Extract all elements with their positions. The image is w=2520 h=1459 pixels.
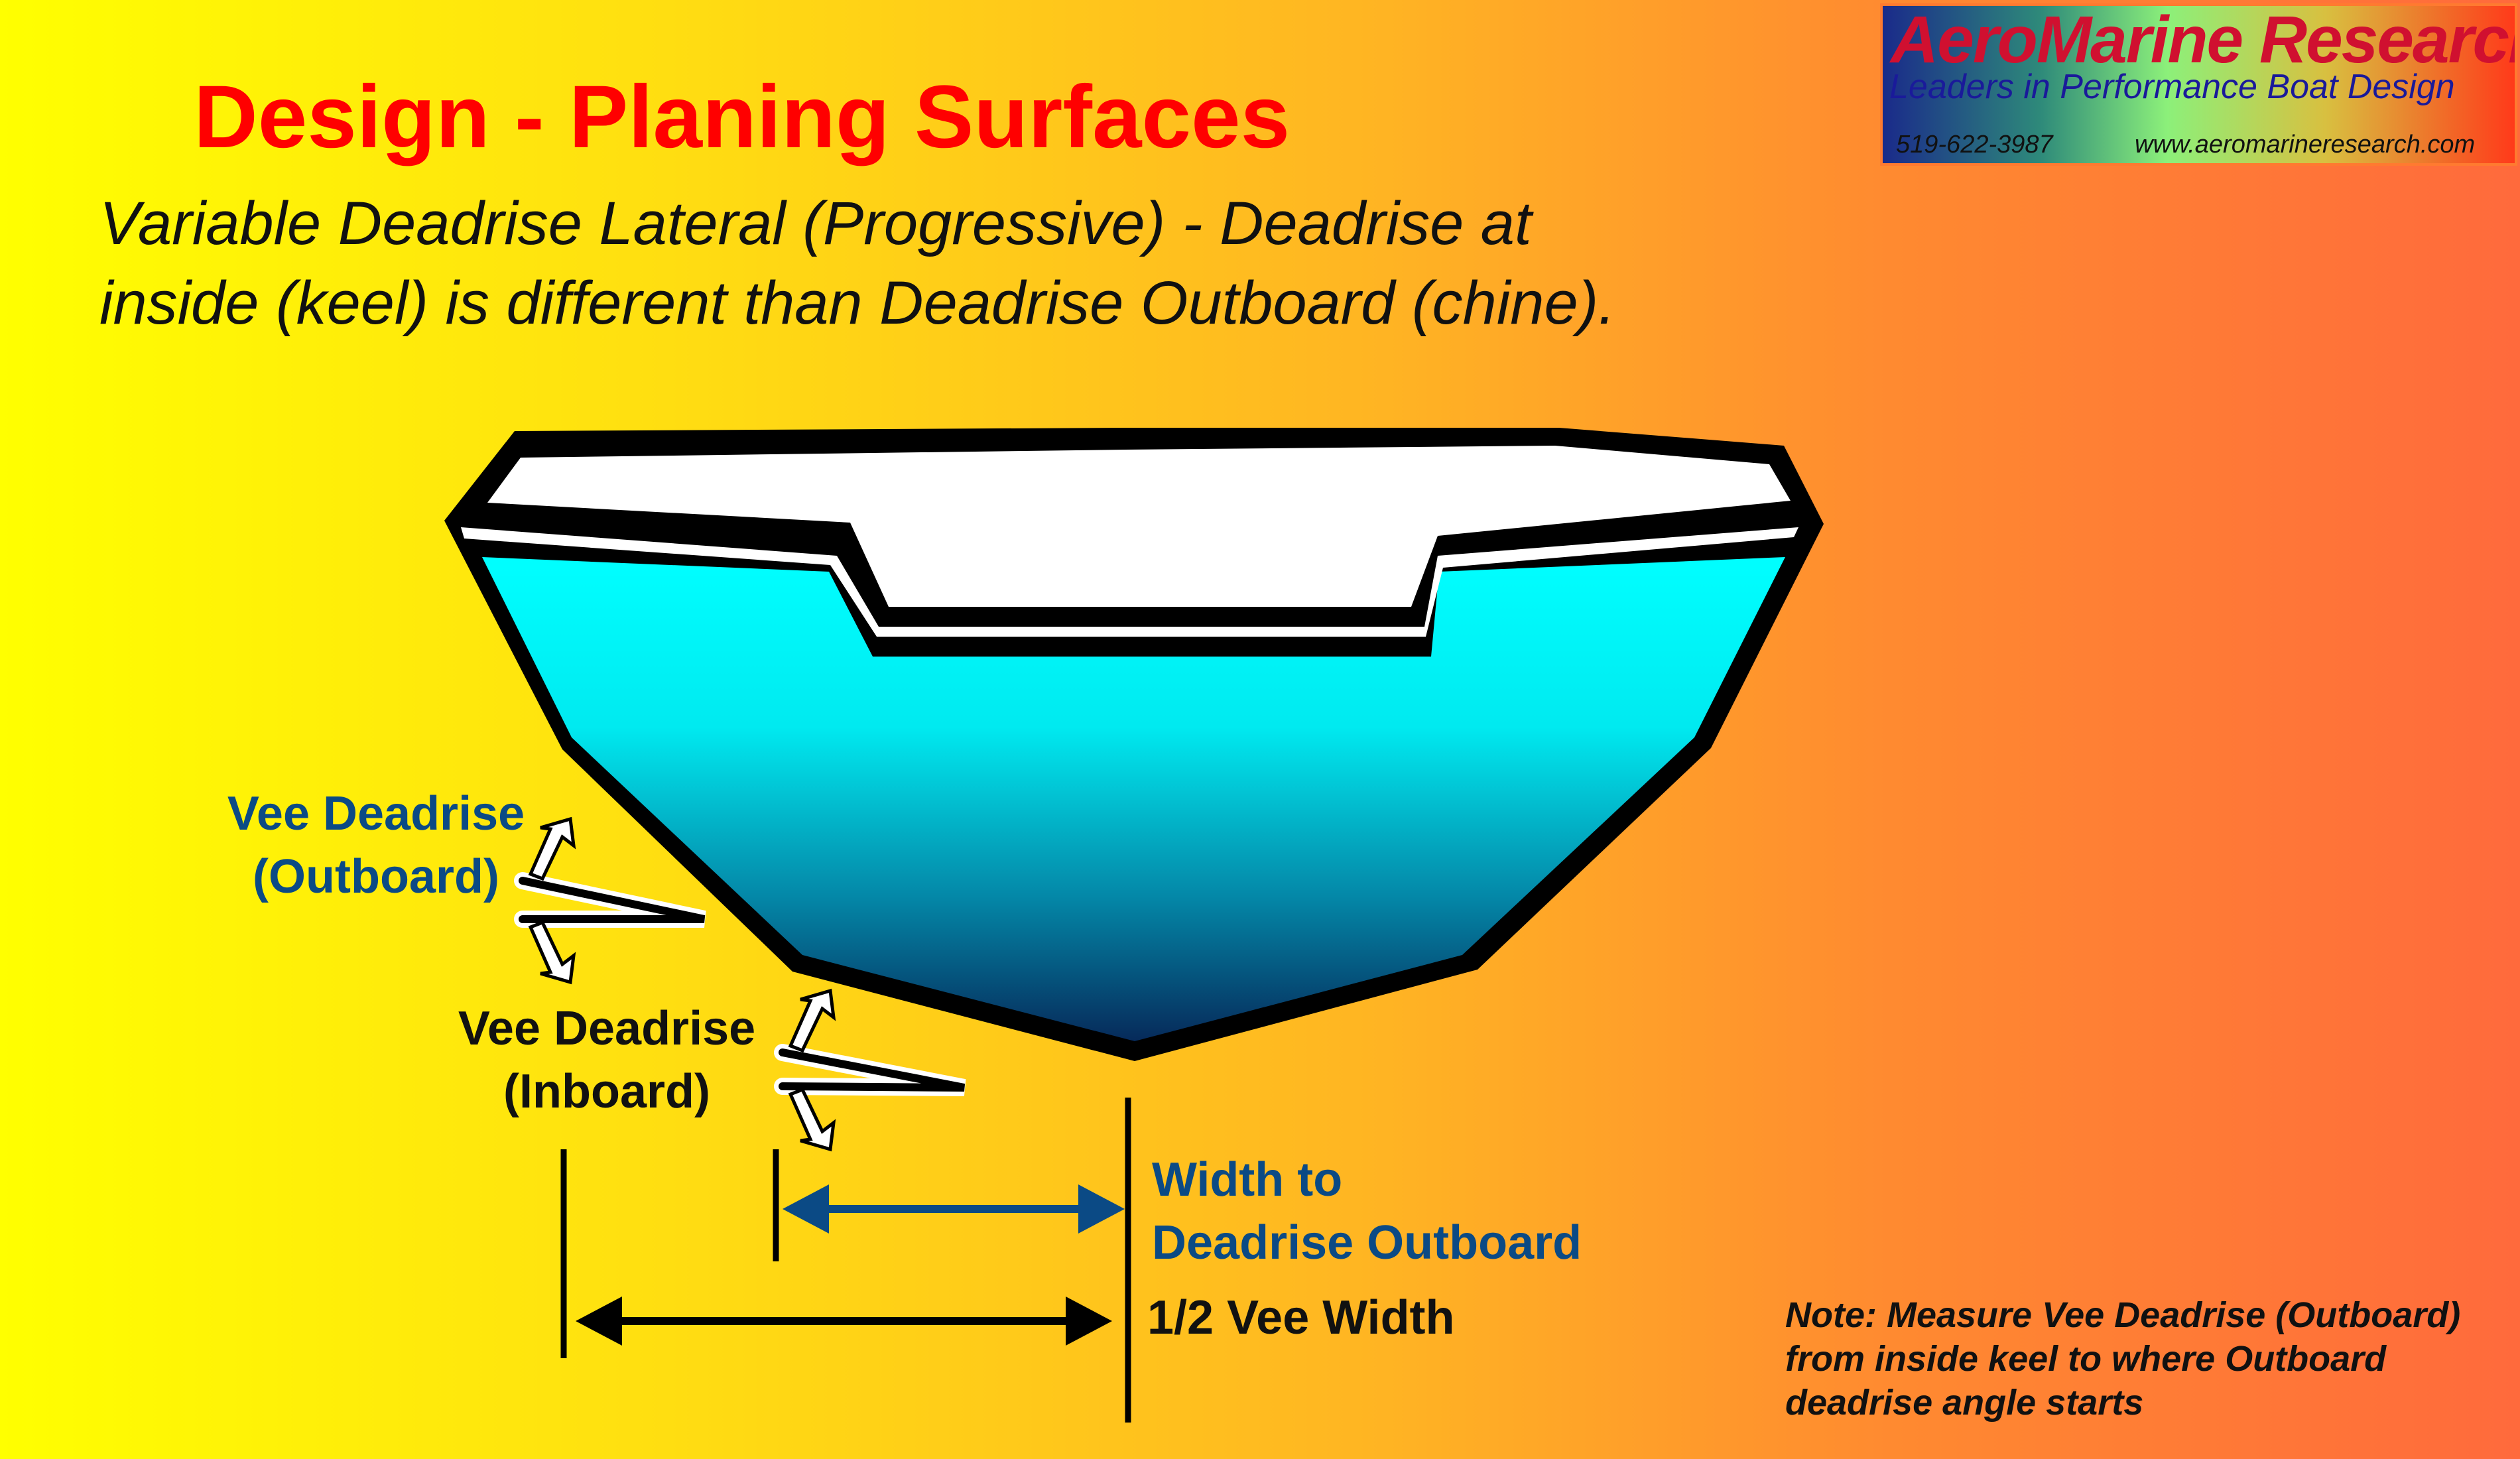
deck-rail — [461, 527, 1798, 637]
deck-top — [487, 446, 1791, 607]
page-title: Design - Planing Surfaces — [194, 68, 1291, 166]
note-line-1: Note: Measure Vee Deadrise (Outboard) — [1785, 1295, 2461, 1335]
subtitle-line-2: inside (keel) is different than Deadrise… — [99, 269, 1615, 337]
inboard-label-line-2: (Inboard) — [503, 1065, 710, 1118]
logo-website: www.aeromarineresearch.com — [2135, 131, 2476, 159]
half-vee-width-label: 1/2 Vee Width — [1147, 1291, 1455, 1344]
arrowhead-icon — [576, 1297, 622, 1346]
logo-name: AeroMarine Research — [1891, 3, 2517, 77]
arrowhead-icon — [783, 1184, 829, 1234]
measurement-note: Note: Measure Vee Deadrise (Outboard) fr… — [1785, 1293, 2460, 1425]
pointer-arrow-icon — [528, 816, 576, 881]
inboard-angle-mark — [774, 988, 966, 1152]
pointer-arrow-icon — [788, 988, 836, 1053]
outboard-angle-mark — [514, 816, 706, 985]
aeromarine-logo: AeroMarine Research Leaders in Performan… — [1880, 3, 2517, 166]
pointer-arrow-icon — [788, 1087, 836, 1152]
inboard-label-line-1: Vee Deadrise — [458, 1002, 756, 1055]
subtitle-line-1: Variable Deadrise Lateral (Progressive) … — [99, 190, 1532, 257]
width-label-line-2: Deadrise Outboard — [1152, 1216, 1582, 1269]
pointer-arrow-icon — [528, 920, 576, 985]
outboard-label-line-2: (Outboard) — [253, 850, 499, 903]
width-to-outboard-label: Width to Deadrise Outboard — [1152, 1149, 1582, 1275]
outboard-label-line-1: Vee Deadrise — [227, 787, 525, 840]
width-label-line-1: Width to — [1152, 1153, 1343, 1206]
outboard-deadrise-label: Vee Deadrise (Outboard) — [214, 783, 538, 909]
arrowhead-icon — [1066, 1297, 1112, 1346]
logo-tagline: Leaders in Performance Boat Design — [1889, 68, 2455, 106]
hull-bottom — [482, 557, 1785, 1041]
arrowhead-icon — [1078, 1184, 1125, 1234]
inboard-deadrise-label: Vee Deadrise (Inboard) — [444, 997, 769, 1123]
logo-phone: 519-622-3987 — [1896, 131, 2053, 159]
note-line-3: deadrise angle starts — [1785, 1383, 2144, 1423]
note-line-2: from inside keel to where Outboard — [1785, 1339, 2387, 1379]
